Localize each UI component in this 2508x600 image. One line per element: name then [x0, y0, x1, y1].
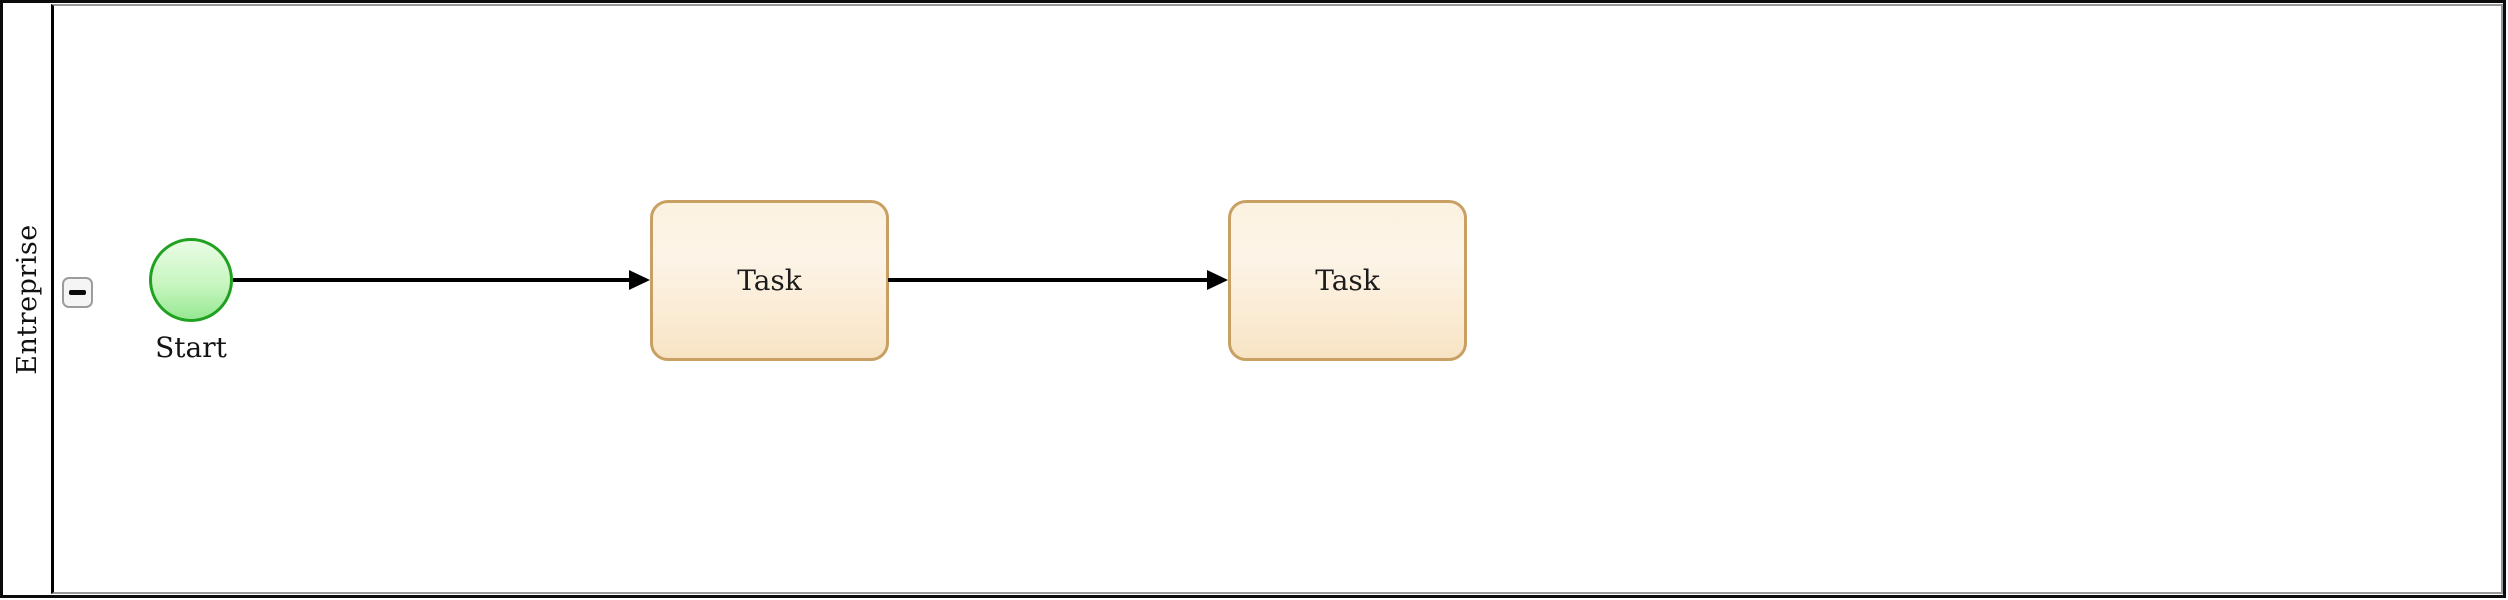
minus-icon — [69, 290, 86, 295]
task-label: Task — [737, 264, 802, 297]
start-event-label: Start — [155, 331, 227, 364]
lane-entreprise — [51, 4, 2503, 594]
task-node-2[interactable]: Task — [1228, 200, 1467, 361]
sequence-flow-2[interactable] — [888, 278, 1207, 282]
start-event-node[interactable] — [149, 238, 233, 322]
task-label: Task — [1315, 264, 1380, 297]
sequence-flow-1[interactable] — [233, 278, 630, 282]
pool-label: Entreprise — [11, 223, 43, 375]
arrowhead-icon — [629, 270, 650, 290]
task-node-1[interactable]: Task — [650, 200, 889, 361]
collapse-button[interactable] — [62, 277, 93, 308]
arrowhead-icon — [1207, 270, 1228, 290]
pool-title-band[interactable]: Entreprise — [3, 3, 51, 595]
